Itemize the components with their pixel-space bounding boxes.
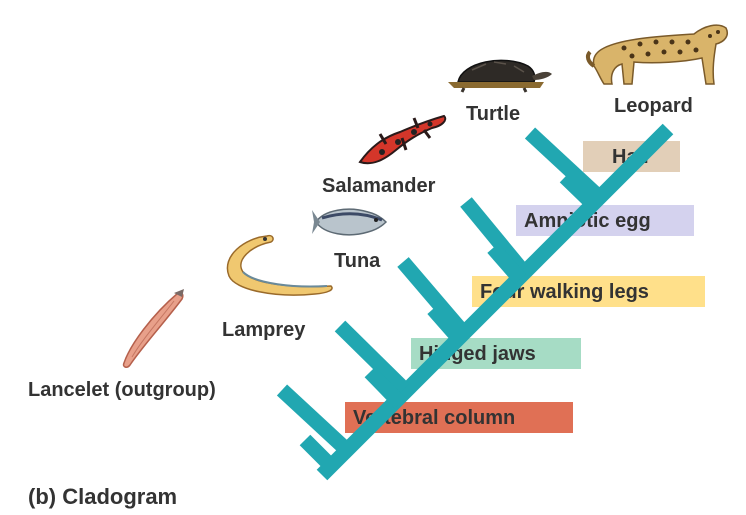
taxon-label-leopard: Leopard (614, 96, 693, 116)
salamander-icon (352, 108, 452, 174)
tuna-icon (312, 200, 394, 246)
figure-caption: (b) Cladogram (28, 484, 177, 510)
taxon-label-tuna: Tuna (334, 251, 380, 271)
taxon-label-salamander: Salamander (322, 176, 435, 196)
lancelet-icon (112, 285, 192, 375)
taxon-label-turtle: Turtle (466, 104, 520, 124)
branch-turtle (530, 133, 598, 196)
taxon-label-lamprey: Lamprey (222, 320, 305, 340)
taxon-label-lancelet: Lancelet (outgroup) (28, 380, 216, 400)
leopard-icon (584, 12, 734, 92)
turtle-icon (444, 52, 554, 94)
